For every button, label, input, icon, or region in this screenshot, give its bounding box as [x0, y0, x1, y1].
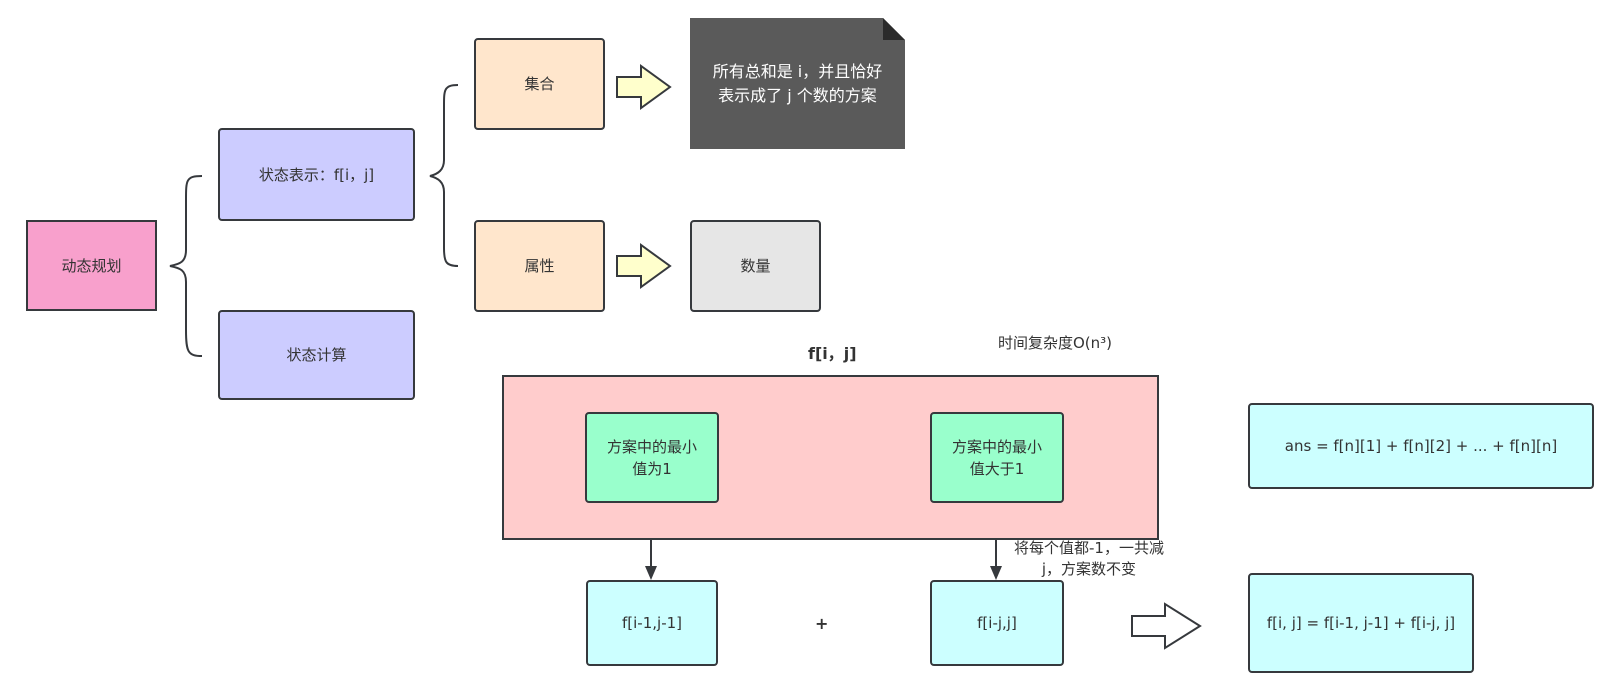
- node-dynamic-programming: 动态规划: [26, 220, 157, 311]
- node-min-equals-one: 方案中的最小 值为1: [585, 412, 719, 503]
- min-equals-one-line-2: 值为1: [632, 459, 672, 478]
- edge-note-line-2: j，方案数不变: [1041, 560, 1137, 578]
- node-set: 集合: [474, 38, 605, 130]
- block-arrow-attr: [616, 243, 672, 289]
- plus-sign: +: [815, 614, 829, 633]
- set-note-line-1: 所有总和是 i，并且恰好: [712, 61, 883, 81]
- arrowhead-right: [990, 566, 1002, 580]
- node-answer-sum: ans = f[n][1] + f[n][2] + ... + f[n][n]: [1248, 403, 1594, 489]
- node-attribute: 属性: [474, 220, 605, 312]
- time-complexity: 时间复杂度O(n³): [998, 334, 1113, 352]
- min-equals-one-line-1: 方案中的最小: [606, 437, 697, 456]
- block-arrow-set: [616, 64, 672, 110]
- edge-note: 将每个值都-1，一共减 j，方案数不变: [1014, 538, 1164, 580]
- region-title: f[i，j]: [808, 344, 857, 363]
- block-arrow-formula: [1131, 602, 1202, 650]
- node-state-computation: 状态计算: [218, 310, 415, 400]
- arrowhead-left: [645, 566, 657, 580]
- min-greater-line-2: 值大于1: [969, 459, 1025, 478]
- node-state-representation: 状态表示：f[i，j]: [218, 128, 415, 221]
- node-min-greater-than-one: 方案中的最小 值大于1: [930, 412, 1064, 503]
- brace-dp: [169, 175, 203, 357]
- set-note-line-2: 表示成了 j 个数的方案: [718, 85, 877, 105]
- node-left-result: f[i-1,j-1]: [586, 580, 718, 666]
- brace-state: [429, 84, 459, 267]
- edge-note-line-1: 将每个值都-1，一共减: [1014, 539, 1164, 557]
- node-formula: f[i, j] = f[i-1, j-1] + f[i-j, j]: [1248, 573, 1474, 673]
- node-set-description: 所有总和是 i，并且恰好 表示成了 j 个数的方案: [690, 18, 905, 149]
- node-count: 数量: [690, 220, 821, 312]
- node-right-result: f[i-j,j]: [930, 580, 1064, 666]
- min-greater-line-1: 方案中的最小: [951, 437, 1042, 456]
